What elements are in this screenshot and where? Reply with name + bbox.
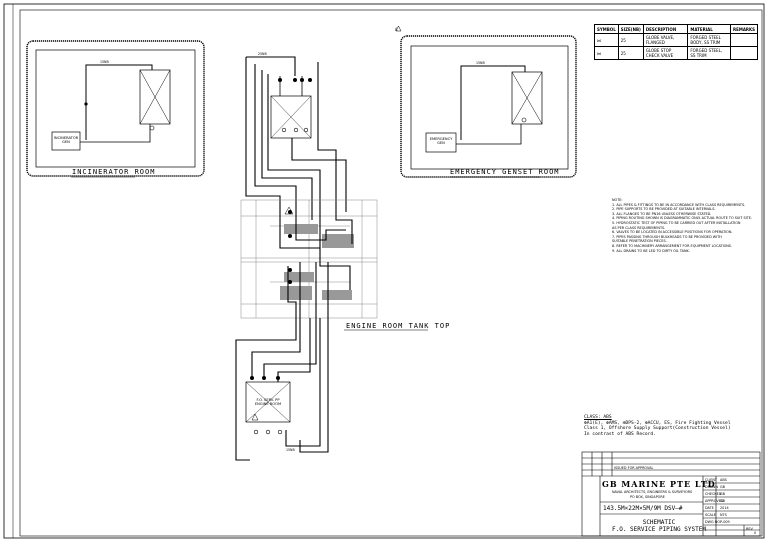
field-label: CLIENT — [705, 478, 718, 482]
legend-symbol-check-valve-icon: ⋈ — [594, 46, 619, 60]
legend-cell — [730, 33, 758, 47]
pipe-label: 15NB — [476, 61, 485, 65]
class-line: In contrast of ABS Record. — [584, 431, 656, 437]
legend-symbol-globe-valve-icon: ⋈ — [594, 33, 619, 47]
note-line: 5. HYDROSTATIC TEST OF PIPING TO BE CARR… — [612, 220, 741, 225]
drawing-title-line2: F.O. SERVICE PIPING SYSTEM — [612, 526, 706, 533]
legend-row: ⋈ 25 GLOBE VALVE, FLANGED FORGED STEEL B… — [594, 33, 758, 47]
legend-header: SYMBOL — [594, 24, 619, 34]
field-value: ABS — [720, 478, 727, 482]
legend-header-row: SYMBOL SIZE(NB) DESCRIPTION MATERIAL REM… — [594, 24, 758, 34]
incinerator-gen-label: INCINERATOR GEN — [53, 136, 79, 144]
incinerator-room-label: INCINERATOR ROOM — [72, 168, 156, 176]
field-value: 2014 — [720, 506, 729, 510]
project-title: 143.5M×22M×5M/9M DSV—# — [603, 505, 683, 512]
notes-title: NOTE: — [612, 198, 623, 202]
revision-text: ISSUED FOR APPROVAL — [614, 466, 654, 470]
emergency-gen-label: EMERGENCY GEN — [429, 137, 453, 145]
class-line: ✠A1(E), ✠AMS, ✠DPS-2, ✠ACCU, ES, Fire Fi… — [584, 420, 731, 426]
company-name: GB MARINE PTE LTD — [602, 479, 716, 489]
legend-cell: FORGED STEEL BODY, SS TRIM — [687, 33, 732, 47]
note-line: 2. PIPE SUPPORTS TO BE PROVIDED AT SUITA… — [612, 207, 716, 212]
field-value: GB — [720, 499, 725, 503]
incinerator-tank — [139, 69, 171, 125]
emergency-tank — [511, 71, 543, 125]
class-line: CLASS: ABS — [584, 415, 612, 420]
drawing-title-line1: SCHEMATIC — [642, 519, 676, 526]
legend-header: MATERIAL — [687, 24, 732, 34]
pipe-label: 15NB — [286, 448, 295, 452]
engine-room-label: ENGINE ROOM TANK TOP — [346, 322, 451, 330]
company-sub1: NAVAL ARCHITECTS, ENGINEERS & SURVEYORS — [612, 490, 693, 494]
note-line: SUITABLE PENETRATION PIECES. — [612, 239, 667, 244]
field-label: APPROVED — [705, 499, 724, 503]
note-line: AS PER CLASS REQUIREMENTS. — [612, 225, 666, 230]
outer-frame — [3, 3, 765, 539]
field-value: GB — [720, 492, 725, 496]
pump-area-label: F.O. SERV. PP ENGINE ROOM — [254, 398, 282, 406]
legend-cell: 25 — [617, 33, 644, 47]
legend-table: SYMBOL SIZE(NB) DESCRIPTION MATERIAL REM… — [594, 24, 758, 60]
field-label: CHECKED — [705, 492, 722, 496]
notes-block: NOTE: 1. ALL PIPES & FITTINGS TO BE IN A… — [612, 198, 760, 253]
emergency-room-inner — [410, 45, 569, 170]
upper-pump-box — [270, 95, 312, 139]
class-note: CLASS: ABS ✠A1(E), ✠AMS, ✠DPS-2, ✠ACCU, … — [584, 415, 731, 437]
legend-header: DESCRIPTION — [642, 24, 689, 34]
note-line: 9. ALL DRAINS TO BE LED TO DIRTY OIL TAN… — [612, 248, 690, 253]
emergency-room-label: EMERGENCY GENSET ROOM — [450, 168, 560, 176]
note-line: 3. ALL FLANGES TO BE PN16 UNLESS OTHERWI… — [612, 211, 712, 216]
title-block-grid — [581, 451, 761, 537]
emergency-room-border — [400, 35, 577, 178]
field-value: P-009 — [720, 520, 730, 524]
legend-cell: GLOBE STOP CHECK VALVE — [642, 46, 689, 60]
field-label: DATE — [705, 506, 714, 510]
engine-room-plan — [240, 199, 378, 319]
legend-cell: GLOBE VALVE, FLANGED — [642, 33, 689, 47]
field-label: DRAWN — [705, 485, 718, 489]
incinerator-room-inner — [35, 49, 196, 168]
inner-frame — [19, 9, 763, 537]
field-value: 0 — [754, 531, 757, 535]
field-label: REV — [746, 527, 753, 531]
drawing-title: SCHEMATIC F.O. SERVICE PIPING SYSTEM — [612, 519, 706, 533]
field-value: GB — [720, 485, 725, 489]
revision-marker: A — [395, 27, 398, 32]
note-line: 4. PIPING ROUTING SHOWN IS DIAGRAMMATIC … — [612, 216, 752, 221]
incinerator-gen-box — [51, 131, 81, 151]
legend-cell: 25 — [617, 46, 644, 60]
legend-header: SIZE(NB) — [617, 24, 644, 34]
legend-cell — [730, 46, 758, 60]
legend-cell: FORGED STEEL, SS TRIM — [687, 46, 732, 60]
field-label: DWG NO. — [705, 520, 721, 524]
note-line: 8. REFER TO MACHINERY ARRANGEMENT FOR EQ… — [612, 243, 733, 248]
note-line: 1. ALL PIPES & FITTINGS TO BE IN ACCORDA… — [612, 202, 746, 207]
incinerator-room-border — [26, 40, 205, 177]
class-line: Class 1, Offshore Supply Support(Constru… — [584, 426, 731, 432]
field-label: SCALE — [705, 513, 716, 517]
emergency-gen-box — [425, 132, 457, 153]
field-value: NTS — [720, 513, 727, 517]
legend-row: ⋈ 25 GLOBE STOP CHECK VALVE FORGED STEEL… — [594, 46, 758, 60]
note-line: 7. PIPES PASSING THROUGH BULKHEADS TO BE… — [612, 234, 722, 239]
lower-pump-box — [245, 381, 291, 423]
pipe-label: 25NB — [258, 52, 267, 56]
pipe-label: 15NB — [100, 60, 109, 64]
legend-header: REMARKS — [730, 24, 758, 34]
note-line: 6. VALVES TO BE LOCATED IN ACCESSIBLE PO… — [612, 230, 733, 235]
company-sub2: PO BOX, SINGAPORE — [630, 495, 665, 499]
